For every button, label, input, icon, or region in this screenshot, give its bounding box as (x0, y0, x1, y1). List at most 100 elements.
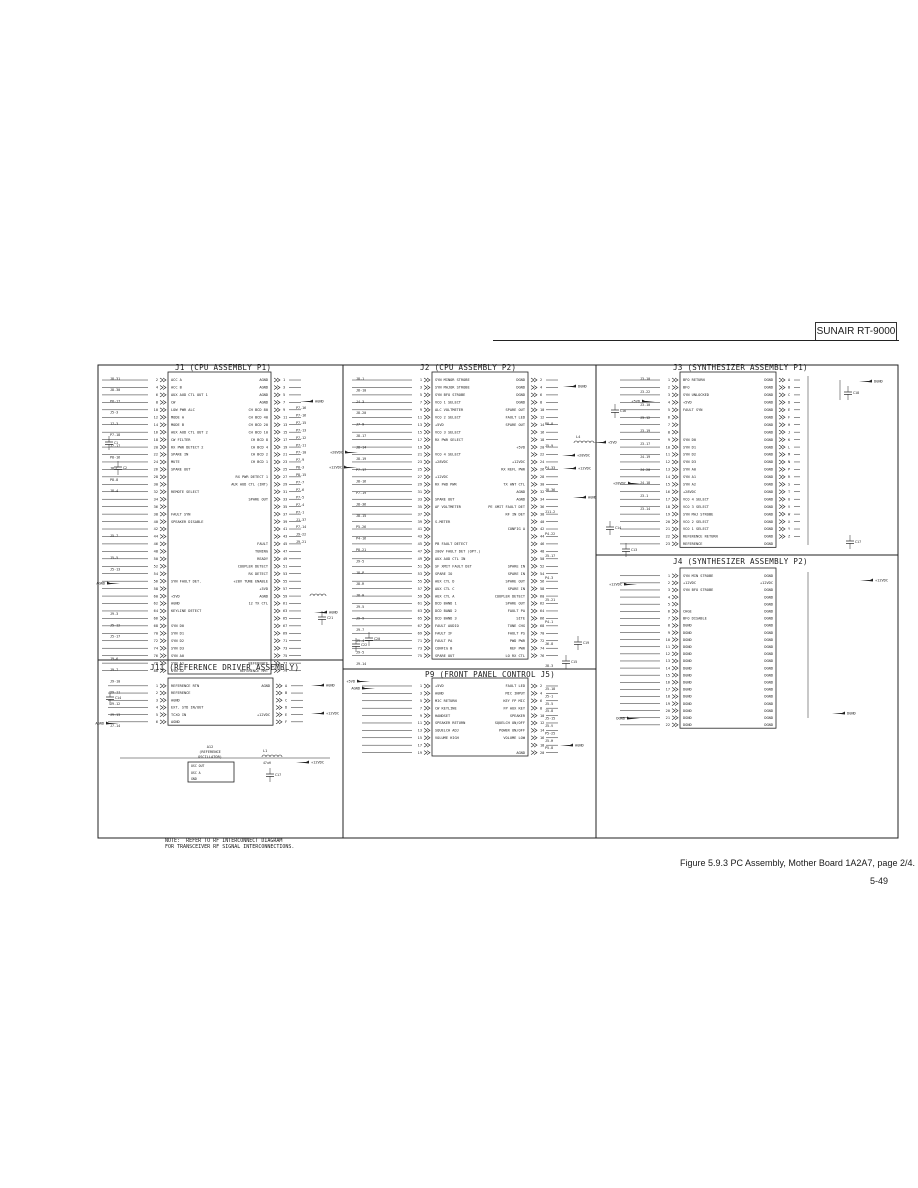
p9-ref-right: P5-8 (545, 746, 553, 750)
j2-left-label: SPARE OUT (435, 497, 455, 501)
j2-lpin-chevron (423, 452, 431, 457)
j1-box (167, 371, 272, 675)
j3-pin-chevron (778, 385, 786, 390)
j1-left-label: MODE A (171, 415, 185, 419)
j2-lpin-number: 23 (418, 460, 422, 464)
j2-lpin-chevron (423, 407, 431, 413)
j1-lpin-chevron (159, 459, 167, 465)
j2-ref-left: J8-19 (356, 457, 366, 461)
j2-pin-chevron (530, 407, 538, 413)
j2-lpin-number: 57 (418, 587, 422, 591)
j1-ref-right: P7-16 (296, 413, 306, 417)
j3-ref-left: J4-19 (640, 455, 650, 459)
j3-pin-chevron (778, 467, 786, 472)
j3-ref-left: J3-1 (640, 494, 648, 498)
j3-pin-chevron (778, 534, 786, 539)
j3-lpin-chevron (671, 474, 679, 480)
j4-lpin-chevron (671, 687, 679, 692)
j2-right-label: CONFIG A (508, 527, 526, 531)
agnd-flag-3 (573, 495, 586, 499)
j1-lpin-chevron (159, 549, 167, 554)
p9-lpin-chevron (423, 698, 431, 704)
j4-lpin-number: 22 (666, 723, 670, 727)
j4-lpin-chevron (671, 694, 679, 699)
j3-lpin-number: 11 (666, 453, 670, 457)
j2-right-label: FAULT PS (508, 632, 525, 636)
c13-cap-label: C13 (631, 548, 637, 552)
j1-pin-chevron (273, 482, 281, 487)
j1-ref-right: J9-21 (296, 540, 306, 544)
j2-ref-right: P8-8 (545, 422, 553, 426)
p9-pin-chevron (530, 698, 538, 704)
j1-pin-chevron (273, 549, 281, 554)
j2-ref-right: P4-22 (545, 532, 555, 536)
j2-lpin-number: 73 (418, 646, 422, 650)
j11-lpin-number: 1 (156, 684, 158, 688)
j1-pin-chevron (273, 511, 281, 517)
j3-right-label: DGND (764, 445, 773, 449)
p12-flag-4-text: +12VDC (311, 761, 324, 765)
j2-left-label: AUX AUD CTL IN (435, 557, 465, 561)
j1-pin-number: 71 (283, 639, 287, 643)
p9-lpin-chevron (423, 750, 431, 755)
j1-ref-left: J9-7 (110, 668, 118, 672)
j1-right-label: RX PWR DETECT 1 (236, 475, 268, 479)
j2-left-label: SYN MAJOR STROBE (435, 386, 470, 390)
p5-flag-3 (357, 679, 370, 683)
j1-lpin-chevron (159, 578, 167, 584)
j1-lpin-number: 60 (154, 594, 158, 598)
j1-lpin-number: 66 (154, 617, 158, 621)
p28-flag-1 (562, 453, 575, 457)
p9-pin-chevron (530, 691, 538, 696)
j4-lpin-number: 11 (666, 645, 670, 649)
j3-right-label: DGND (764, 505, 773, 509)
j1-left-label: ACC A (171, 378, 183, 382)
j1-left-label: LOW PWR ALC (171, 408, 195, 412)
j1-pin-chevron (273, 541, 281, 547)
j2-lpin-number: 25 (418, 468, 422, 472)
j2-pin-number: 50 (540, 557, 544, 561)
j2-pin-chevron (530, 377, 538, 383)
j2-pin-number: 14 (540, 423, 544, 427)
j4-lpin-chevron (671, 609, 679, 614)
j3-pin-chevron (778, 377, 786, 383)
c17-cap-label: C17 (855, 540, 861, 544)
j2-lpin-chevron (423, 385, 431, 390)
j1-pin-number: 13 (283, 423, 287, 427)
j3-pin-chevron (778, 482, 786, 487)
j3-left-label: BFO RETURN (683, 378, 705, 382)
c14-cap-label: C14 (615, 526, 621, 530)
j11-box (167, 677, 274, 726)
j1-pin-chevron (273, 645, 281, 651)
j3-ref-left: J3-14 (640, 507, 650, 511)
dgnd-flag-1-text: DGND (578, 385, 587, 389)
j4-right-label: DGND (764, 702, 773, 706)
j1-left-label: SPARE IN (171, 453, 188, 457)
j3-right-label: DGND (764, 408, 773, 412)
j2-pin-number: 66 (540, 617, 544, 621)
j4-left-label: +12VDC (683, 581, 696, 585)
p9-pin-number: 12 (540, 721, 544, 725)
j3-right-label: DGND (764, 512, 773, 516)
p9-right-label: SPEAKER (510, 714, 526, 718)
j11-lpin-chevron (159, 712, 167, 717)
j3-pin-chevron (778, 400, 786, 405)
j2-lpin-number: 7 (420, 401, 422, 405)
j1-lpin-chevron (159, 437, 167, 442)
c18-cap-label: C18 (853, 391, 859, 395)
j2-lpin-chevron (423, 564, 431, 569)
dgnd-flag-2-text: DGND (874, 380, 883, 384)
l4-coil (573, 440, 595, 444)
j1-pin-number: 53 (283, 572, 287, 576)
j11-pin-chevron (275, 697, 283, 703)
p9-lpin-number: 7 (420, 706, 422, 710)
j1-right-label: AGND (259, 401, 268, 405)
j4-box (679, 567, 777, 729)
p9-right-label: MIC INPUT (506, 692, 526, 696)
j11-right-label: AGND (261, 684, 270, 688)
j3-right-label: DGND (764, 483, 773, 487)
j1-right-label: CH BCD 2 (251, 453, 268, 457)
j4-left-label: DGND (683, 680, 692, 684)
j4-right-label: DGND (764, 723, 773, 727)
j2-pin-chevron (530, 645, 538, 651)
